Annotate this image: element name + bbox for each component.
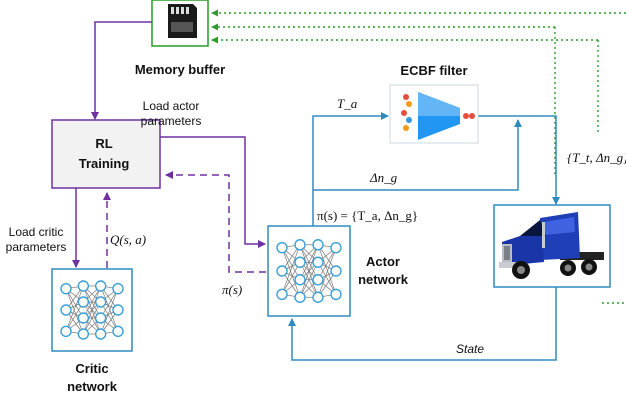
truck-node xyxy=(493,204,611,288)
policy-output-label: π(s) xyxy=(222,282,242,297)
blue-connectors xyxy=(288,112,560,361)
critic-network-node: Critic network xyxy=(51,268,133,394)
ecbf-filter-node: ECBF filter xyxy=(389,63,479,144)
network-node xyxy=(330,288,342,301)
memory-buffer-node: Memory buffer xyxy=(135,0,225,77)
network-node xyxy=(312,256,324,268)
neural-network-icon xyxy=(276,239,342,303)
network-node xyxy=(77,328,90,340)
network-edge xyxy=(65,288,84,335)
gear-action-label: Δn_g xyxy=(369,170,398,185)
rl-training-label-line1: RL xyxy=(95,136,112,151)
network-node xyxy=(77,312,90,324)
state-label: State xyxy=(456,342,484,356)
network-edge xyxy=(317,244,337,295)
network-edge xyxy=(317,247,337,280)
network-node xyxy=(294,291,306,303)
network-node xyxy=(94,328,107,340)
ecbf-filter-label: ECBF filter xyxy=(400,63,467,78)
network-edge xyxy=(299,244,319,280)
actor-output-label: π(s) = {T_a, Δn_g} xyxy=(317,208,418,223)
network-edge xyxy=(83,285,101,319)
network-node xyxy=(330,265,342,277)
critic-network-label-line1: Critic xyxy=(75,361,108,376)
network-node xyxy=(112,282,124,295)
network-node xyxy=(312,239,324,251)
network-node xyxy=(60,325,72,338)
network-edge xyxy=(83,301,101,335)
network-node xyxy=(94,296,107,308)
network-edge xyxy=(281,244,301,295)
actor-network-label-line2: network xyxy=(358,272,409,287)
network-edge xyxy=(83,285,101,335)
network-node xyxy=(60,304,72,316)
funnel-icon xyxy=(401,92,475,140)
network-edge xyxy=(317,247,337,298)
memory-feedback-lines xyxy=(212,9,626,304)
load-critic-label-line1: Load critic xyxy=(9,225,64,239)
network-node xyxy=(312,291,324,303)
critic-network-label-line2: network xyxy=(67,379,118,394)
rl-training-label-line2: Training xyxy=(79,156,130,171)
filtered-action-label: {T_t, Δn_g} xyxy=(567,150,626,165)
load-actor-label-line1: Load actor xyxy=(143,99,200,113)
load-actor-label-line2: parameters xyxy=(141,114,202,128)
load-critic-label-line2: parameters xyxy=(6,240,67,254)
purple-connectors xyxy=(72,21,266,268)
network-edge xyxy=(65,285,84,332)
network-edge xyxy=(299,262,319,298)
network-node xyxy=(94,280,107,292)
memory-buffer-label: Memory buffer xyxy=(135,62,225,77)
network-edge xyxy=(281,247,301,298)
actor-network-node: Actor network xyxy=(267,225,409,317)
network-node xyxy=(294,239,306,251)
network-edge xyxy=(100,285,119,332)
network-edge xyxy=(281,262,301,295)
q-value-label: Q(s, a) xyxy=(110,232,146,247)
network-node xyxy=(77,296,90,308)
network-node xyxy=(276,288,288,301)
network-edge xyxy=(299,244,319,298)
truck-icon xyxy=(499,212,604,279)
network-node xyxy=(77,280,90,292)
network-node xyxy=(94,312,107,324)
network-node xyxy=(276,241,288,254)
memory-card-icon xyxy=(168,4,197,38)
purple-dashed-connectors xyxy=(103,171,266,273)
network-node xyxy=(294,274,306,286)
network-node xyxy=(112,325,124,338)
actor-network-label-line1: Actor xyxy=(366,254,400,269)
network-edge xyxy=(100,288,119,335)
neural-network-icon xyxy=(60,280,124,340)
network-node xyxy=(330,241,342,254)
network-node xyxy=(60,282,72,295)
network-node xyxy=(276,265,288,277)
rl-training-node: RL Training xyxy=(51,119,161,189)
torque-action-label: T_a xyxy=(337,96,358,111)
network-node xyxy=(112,304,124,316)
network-node xyxy=(294,256,306,268)
network-edge xyxy=(281,247,301,280)
network-edge xyxy=(317,262,337,295)
network-node xyxy=(312,274,324,286)
